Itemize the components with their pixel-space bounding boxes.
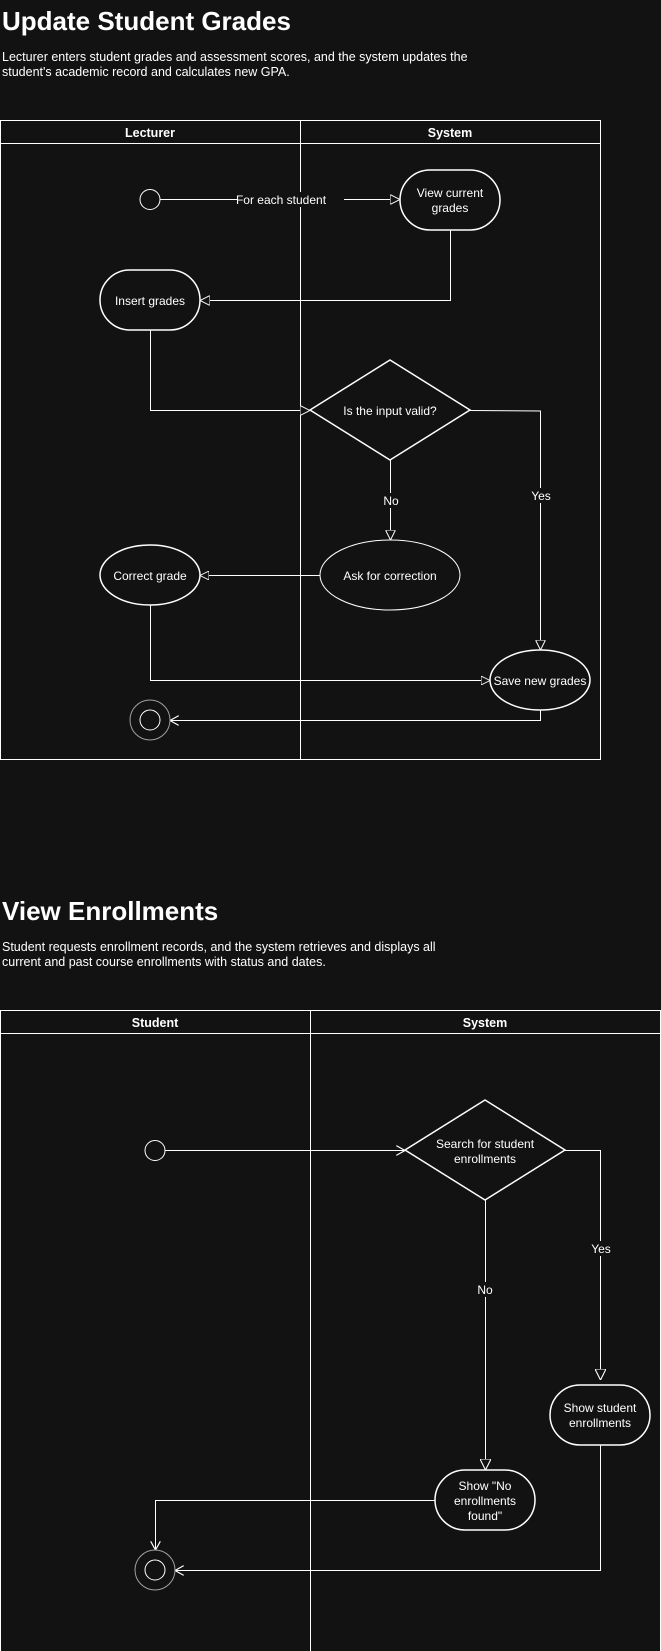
node-insert-grades: Insert grades (99, 269, 201, 331)
diagram1-swimlanes: Lecturer System (0, 120, 601, 760)
node-show-no-enrollments-found: Show "No enrollments found" (434, 1469, 536, 1531)
node-search-enrollments-decision: Search for student enrollments (403, 1099, 567, 1201)
svg-text:Search for student: Search for student (436, 1137, 535, 1151)
svg-text:enrollments: enrollments (569, 1416, 631, 1430)
diagram2-swimlanes: Student System (0, 1010, 661, 1651)
node-save-new-grades: Save new grades (489, 649, 591, 711)
edge-correct-to-save (150, 605, 490, 681)
diagram1-activity-diagram: Lecturer System For each student No Yes … (0, 120, 601, 760)
edge-view-to-insert (200, 230, 451, 301)
edge-label-yes: Yes (591, 1242, 611, 1256)
svg-text:enrollments: enrollments (454, 1494, 516, 1508)
node-ask-for-correction: Ask for correction (319, 539, 461, 611)
end-node (129, 699, 171, 741)
node-show-student-enrollments: Show student enrollments (549, 1384, 651, 1446)
svg-text:Insert grades: Insert grades (115, 294, 185, 308)
edge-decision-yes (469, 410, 541, 650)
node-correct-grade: Correct grade (99, 544, 201, 606)
svg-text:View current: View current (417, 186, 484, 200)
edge-label-yes: Yes (531, 489, 551, 503)
start-node (144, 1140, 166, 1161)
diagram1-title: Update Student Grades (2, 6, 291, 36)
diagram2-description: Student requests enrollment records, and… (2, 940, 436, 969)
edge-enrollments-to-end (175, 1445, 601, 1571)
svg-text:Is the input valid?: Is the input valid? (343, 404, 437, 418)
edge-save-to-end (170, 710, 541, 721)
lane-header-student: Student (132, 1016, 179, 1030)
diagram2-title: View Enrollments (2, 896, 219, 926)
edge-none-to-end (156, 1500, 435, 1551)
diagram2-activity-diagram: Student System Yes No Search for student… (0, 1010, 661, 1651)
edge-label-for-each: For each student (236, 193, 327, 207)
svg-text:enrollments: enrollments (454, 1152, 516, 1166)
svg-text:Show student: Show student (564, 1401, 637, 1415)
diagram1-description: Lecturer enters student grades and asses… (2, 50, 468, 79)
node-is-input-valid-decision: Is the input valid? (308, 359, 472, 461)
svg-text:grades: grades (432, 201, 469, 215)
svg-text:Save new grades: Save new grades (494, 674, 587, 688)
edge-search-yes (565, 1150, 601, 1380)
svg-text:Ask for correction: Ask for correction (343, 569, 436, 583)
svg-text:found": found" (468, 1509, 502, 1523)
lane-header-system: System (428, 126, 472, 140)
edge-label-no: No (383, 494, 399, 508)
lane-header-system: System (463, 1016, 507, 1030)
start-node (139, 189, 161, 210)
lane-header-lecturer: Lecturer (125, 126, 175, 140)
svg-text:Correct grade: Correct grade (113, 569, 187, 583)
svg-text:Show "No: Show "No (459, 1479, 512, 1493)
edge-insert-to-decision (150, 330, 310, 411)
node-view-current-grades: View current grades (399, 169, 501, 231)
end-node (134, 1549, 176, 1591)
edge-label-no: No (477, 1283, 493, 1297)
